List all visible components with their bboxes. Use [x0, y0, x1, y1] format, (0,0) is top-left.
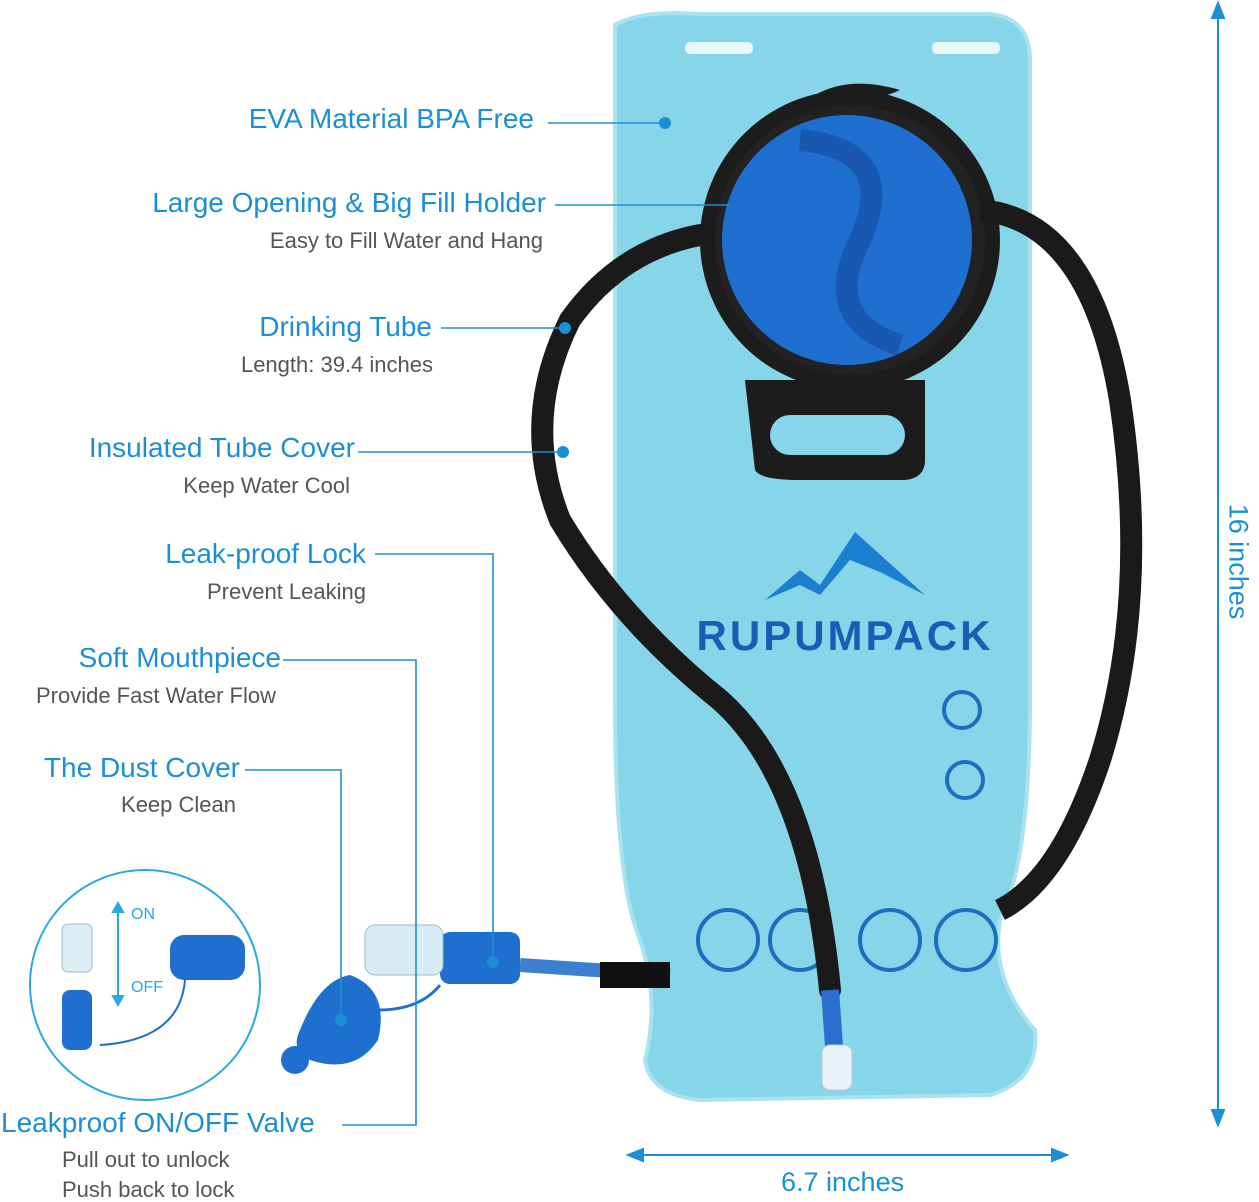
hang-slot — [685, 42, 753, 54]
callout-insulated-cover-sub: Keep Water Cool — [183, 473, 350, 498]
inset-off-label: OFF — [131, 979, 163, 996]
hang-slot — [932, 42, 1000, 54]
callout-leakproof-lock: Leak-proof Lock — [165, 538, 366, 569]
care-icons — [696, 690, 998, 972]
screw-cap — [722, 115, 972, 365]
tube-connector — [821, 1044, 853, 1091]
callout-onoff-valve-sub1: Pull out to unlock — [62, 1147, 230, 1172]
callout-insulated-cover: Insulated Tube Cover — [88, 432, 355, 463]
height-dimension: 16 inches — [1223, 503, 1254, 620]
brand-logo: RUPUMPACK — [697, 612, 994, 659]
callout-soft-mouthpiece: Soft Mouthpiece — [78, 642, 281, 673]
valve — [364, 924, 444, 976]
dimension-arrows — [625, 0, 1226, 1163]
callout-drinking-tube-sub: Length: 39.4 inches — [240, 352, 433, 377]
callout-drinking-tube: Drinking Tube — [259, 311, 432, 342]
callout-eva-material: EVA Material BPA Free — [248, 103, 534, 134]
drinking-tube — [531, 224, 841, 1001]
callout-leakproof-lock-sub: Prevent Leaking — [207, 579, 366, 604]
inset-on-label: ON — [131, 906, 155, 923]
callout-large-opening-sub: Easy to Fill Water and Hang — [269, 228, 543, 253]
width-dimension: 6.7 inches — [781, 1167, 905, 1197]
leakproof-lock — [440, 932, 520, 984]
mountain-logo — [765, 532, 925, 600]
callout-dust-cover: The Dust Cover — [43, 752, 240, 783]
callout-large-opening: Large Opening & Big Fill Holder — [152, 187, 546, 218]
callout-onoff-valve-sub2: Push back to lock — [62, 1177, 235, 1202]
callout-dust-cover-sub: Keep Clean — [121, 792, 236, 817]
callout-soft-mouthpiece-sub: Provide Fast Water Flow — [35, 683, 276, 708]
callout-onoff-valve: Leakproof ON/OFF Valve — [1, 1107, 315, 1138]
leader-lines — [245, 122, 730, 1126]
